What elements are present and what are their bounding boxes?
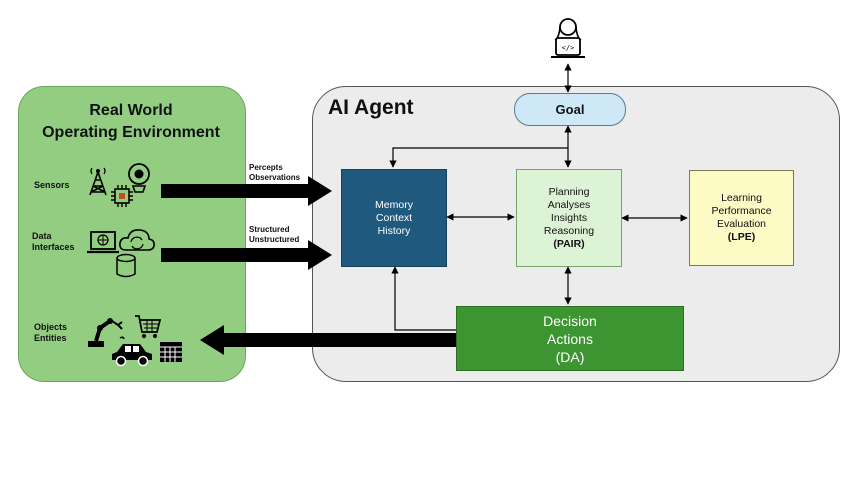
goal-memory-arrow xyxy=(389,147,568,168)
ai-agent-title: AI Agent xyxy=(328,96,414,119)
webcam-icon xyxy=(128,163,150,193)
percepts-text: Percepts xyxy=(249,163,283,172)
calendar-grid-icon xyxy=(160,342,182,362)
unstructured-text: Unstructured xyxy=(249,235,300,244)
laptop-globe-icon xyxy=(87,231,119,254)
observations-text: Observations xyxy=(249,173,301,182)
decision-line1: Decision xyxy=(543,312,597,329)
decision-line2: Actions xyxy=(547,330,593,347)
environment-panel xyxy=(18,86,246,382)
lpe-line3: Evaluation xyxy=(716,218,767,230)
environment-title-line2: Operating Environment xyxy=(42,124,220,141)
goal-box: Goal xyxy=(514,93,626,126)
objects-line1: Objects xyxy=(34,322,68,332)
pair-line4: Reasoning xyxy=(543,224,595,237)
pair-line3: Insights xyxy=(550,211,588,224)
cloud-sync-icon xyxy=(119,229,155,251)
svg-text:</>: </> xyxy=(562,44,575,52)
memory-box: Memory Context History xyxy=(341,169,447,267)
structured-unstructured-label: Structured Unstructured xyxy=(249,225,299,245)
chip-icon xyxy=(111,185,133,207)
pair-box: Planning Analyses Insights Reasoning (PA… xyxy=(516,169,622,267)
shopping-cart-icon xyxy=(135,315,162,338)
data-interfaces-line1: Data xyxy=(32,231,52,241)
data-interfaces-line2: Interfaces xyxy=(32,242,75,252)
developer-person-icon: </> xyxy=(551,18,585,58)
pair-abbr: (PAIR) xyxy=(553,237,585,250)
database-icon xyxy=(116,253,136,278)
decision-line3: (DA) xyxy=(555,348,585,365)
decision-box: Decision Actions (DA) xyxy=(456,306,684,371)
structured-text: Structured xyxy=(249,225,290,234)
pair-line1: Planning xyxy=(548,185,590,198)
lpe-line2: Performance xyxy=(711,205,772,217)
environment-title: Real World Operating Environment xyxy=(18,100,244,144)
objects-line2: Entities xyxy=(34,333,67,343)
lpe-abbr: (LPE) xyxy=(727,231,756,243)
data-interfaces-label: Data Interfaces xyxy=(32,231,75,253)
car-icon xyxy=(112,344,152,367)
actions-arrow xyxy=(200,325,456,355)
percepts-arrow xyxy=(161,176,332,206)
sensors-label: Sensors xyxy=(34,180,70,190)
decision-memory-arrow xyxy=(391,266,456,331)
memory-line2: Context xyxy=(375,211,413,224)
robot-arm-icon xyxy=(88,318,125,347)
memory-line3: History xyxy=(377,224,411,237)
cell-tower-icon xyxy=(89,167,107,196)
environment-title-line1: Real World xyxy=(89,102,173,119)
pair-line2: Analyses xyxy=(547,198,591,211)
memory-line1: Memory xyxy=(375,198,413,211)
lpe-line1: Learning xyxy=(721,192,762,204)
lpe-box: Learning Performance Evaluation (LPE) xyxy=(689,170,794,266)
structured-arrow xyxy=(161,240,332,270)
objects-entities-label: Objects Entities xyxy=(34,322,67,344)
percepts-observations-label: Percepts Observations xyxy=(249,163,300,183)
